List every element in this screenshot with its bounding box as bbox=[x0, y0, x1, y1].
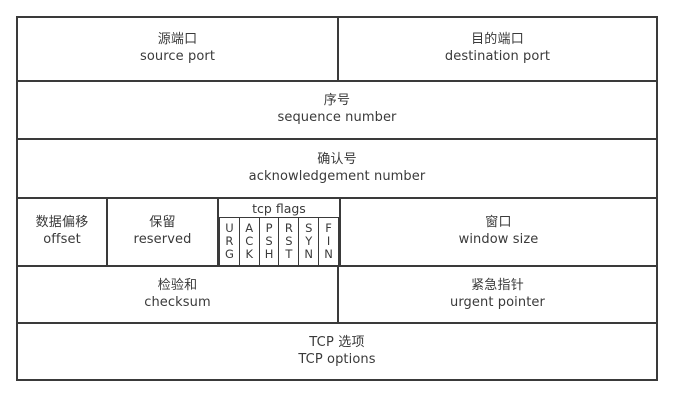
source-port-label-en: source port bbox=[139, 49, 216, 64]
ports-row: 源端口 source port 目的端口 destination port bbox=[18, 18, 656, 82]
sequence-number-cell: 序号 sequence number bbox=[18, 82, 656, 138]
flag-ack-letter-2: C bbox=[245, 234, 254, 249]
tcp-options-cell: TCP 选项 TCP options bbox=[18, 324, 656, 379]
flag-fin-letter-1: F bbox=[325, 221, 332, 236]
acknowledgement-number-label-en: acknowledgement number bbox=[248, 168, 426, 184]
flag-fin: F I N bbox=[319, 218, 339, 265]
flag-syn: S Y N bbox=[299, 218, 320, 265]
flag-psh-letter-1: P bbox=[265, 221, 273, 236]
sequence-number-label-cn: 序号 bbox=[323, 93, 351, 109]
sequence-row: 序号 sequence number bbox=[18, 82, 656, 140]
flag-urg: U R G bbox=[219, 218, 240, 265]
flag-urg-letter-3: G bbox=[224, 246, 234, 261]
reserved-label-cn: 保留 bbox=[149, 215, 176, 231]
data-offset-cell: 数据偏移 offset bbox=[18, 199, 106, 265]
source-port-cell: 源端口 source port bbox=[18, 18, 337, 80]
tcp-options-label-en: TCP options bbox=[298, 351, 376, 367]
flag-fin-letter-2: I bbox=[326, 234, 331, 249]
checksum-label-en: checksum bbox=[144, 294, 211, 310]
flag-rst: R S T bbox=[279, 218, 300, 265]
flag-ack-letter-1: A bbox=[245, 221, 254, 236]
sequence-number-label-en: sequence number bbox=[277, 110, 397, 125]
acknowledgement-number-cell: 确认号 acknowledgement number bbox=[18, 140, 656, 197]
urgent-pointer-cell: 紧急指针 urgent pointer bbox=[337, 267, 656, 322]
reserved-cell: 保留 reserved bbox=[106, 199, 217, 265]
checksum-row: 检验和 checksum 紧急指针 urgent pointer bbox=[18, 267, 656, 324]
source-port-label-cn: 源端口 bbox=[157, 32, 198, 48]
flag-rst-letter-2: S bbox=[285, 234, 293, 249]
window-size-label-en: window size bbox=[458, 232, 539, 247]
data-offset-label-en: offset bbox=[43, 232, 81, 247]
checksum-label-cn: 检验和 bbox=[157, 277, 198, 293]
flag-syn-letter-1: S bbox=[305, 221, 313, 236]
flag-syn-letter-3: N bbox=[304, 246, 314, 261]
urgent-pointer-label-cn: 紧急指针 bbox=[471, 277, 524, 293]
window-size-cell: 窗口 window size bbox=[339, 199, 656, 265]
flag-ack: A C K bbox=[240, 218, 260, 265]
tcp-flags-cell: tcp flags U R G A C K P S H bbox=[217, 199, 339, 265]
destination-port-label-en: destination port bbox=[444, 49, 551, 64]
data-offset-label-cn: 数据偏移 bbox=[35, 215, 89, 231]
checksum-cell: 检验和 checksum bbox=[18, 267, 337, 322]
options-row: TCP 选项 TCP options bbox=[18, 324, 656, 379]
acknowledgement-row: 确认号 acknowledgement number bbox=[18, 140, 656, 199]
urgent-pointer-label-en: urgent pointer bbox=[450, 294, 545, 310]
flag-psh-letter-3: H bbox=[264, 246, 274, 261]
tcp-flags-title: tcp flags bbox=[219, 200, 339, 218]
flag-urg-letter-2: R bbox=[225, 234, 234, 249]
flag-fin-letter-3: N bbox=[324, 246, 333, 261]
destination-port-label-cn: 目的端口 bbox=[471, 32, 524, 48]
acknowledgement-number-label-cn: 确认号 bbox=[317, 151, 357, 167]
flag-psh: P S H bbox=[260, 218, 280, 265]
flag-syn-letter-2: Y bbox=[305, 234, 313, 249]
window-size-label-cn: 窗口 bbox=[485, 215, 512, 231]
flag-psh-letter-2: S bbox=[265, 234, 273, 249]
tcp-options-label-cn: TCP 选项 bbox=[309, 334, 365, 350]
destination-port-cell: 目的端口 destination port bbox=[337, 18, 656, 80]
tcp-header-diagram: 源端口 source port 目的端口 destination port 序号… bbox=[16, 16, 658, 381]
flag-urg-letter-1: U bbox=[225, 221, 234, 236]
reserved-label-en: reserved bbox=[133, 232, 192, 247]
flag-rst-letter-3: T bbox=[285, 246, 293, 261]
flags-row: 数据偏移 offset 保留 reserved tcp flags U R G … bbox=[18, 199, 656, 267]
tcp-flag-cells: U R G A C K P S H R S T bbox=[219, 218, 339, 265]
flag-ack-letter-3: K bbox=[245, 246, 254, 261]
tcp-flags-title-label: tcp flags bbox=[252, 200, 306, 216]
flag-rst-letter-1: R bbox=[284, 221, 293, 236]
